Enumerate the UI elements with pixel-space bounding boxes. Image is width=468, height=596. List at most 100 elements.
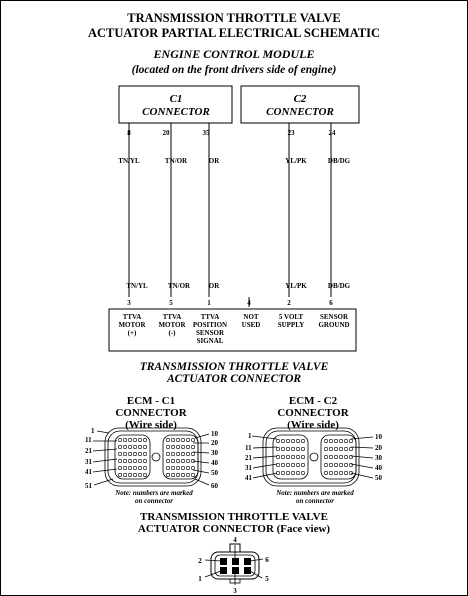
face-terminal	[220, 558, 227, 565]
connector-terminal	[128, 444, 133, 449]
wire-color-label: YL/PK	[285, 282, 307, 290]
c1-left-number: 1	[91, 427, 95, 435]
connector-terminal	[133, 451, 138, 456]
connector-terminal	[285, 446, 290, 451]
face-pin-number: 6	[265, 556, 269, 564]
ttva-pin: 2	[287, 299, 291, 307]
c1-connector-box	[118, 85, 233, 124]
c2-note-line-2: on connector	[296, 497, 334, 505]
function-label: TTVA	[123, 313, 142, 321]
connector-terminal	[176, 465, 181, 470]
connector-terminal	[171, 458, 176, 463]
ecm-c2-connector-drawing	[262, 427, 360, 487]
c2-right-number: 20	[375, 444, 383, 452]
connector-terminal	[343, 446, 348, 451]
wire-color-label: YL/PK	[285, 157, 307, 165]
connector-terminal	[290, 470, 295, 475]
connector-terminal	[275, 446, 280, 451]
function-label: MOTOR	[118, 321, 146, 329]
c2-center-keyway	[309, 452, 319, 462]
ttva-connector-face-drawing: 4 2 6 1 5 3	[198, 536, 269, 595]
connector-terminal	[128, 451, 133, 456]
connector-terminal	[128, 472, 133, 477]
connector-terminal	[323, 470, 328, 475]
connector-terminal	[323, 454, 328, 459]
connector-terminal	[176, 472, 181, 477]
connector-terminal	[290, 454, 295, 459]
connector-terminal	[333, 438, 338, 443]
c2-label: CONNECTOR	[266, 106, 334, 118]
connector-terminal	[186, 458, 191, 463]
c1-left-number: 31	[85, 458, 93, 466]
connector-terminal	[333, 454, 338, 459]
ecm-pin: 23	[288, 129, 296, 137]
ecm-c2-title: ECM - C2	[289, 395, 338, 407]
c1-outer-shell	[104, 427, 202, 487]
connector-terminal	[328, 454, 333, 459]
connector-terminal	[186, 465, 191, 470]
function-label: POSITION	[193, 321, 227, 329]
face-pin-number: 2	[198, 557, 202, 565]
c2-right-number: 10	[375, 433, 383, 441]
connector-terminal	[128, 437, 133, 442]
connector-terminal	[118, 437, 123, 442]
connector-terminal	[280, 454, 285, 459]
connector-terminal	[295, 462, 300, 467]
connector-terminal	[138, 458, 143, 463]
ecm-c2-label: CONNECTOR	[277, 407, 349, 419]
connector-terminal	[133, 458, 138, 463]
connector-terminal	[323, 438, 328, 443]
connector-terminal	[295, 438, 300, 443]
connector-terminal	[123, 458, 128, 463]
function-label: SIGNAL	[197, 337, 224, 345]
wire-color-label: OR	[209, 282, 220, 290]
c1-left-number: 11	[85, 436, 92, 444]
connector-terminal	[143, 465, 148, 470]
c2-left-number: 31	[245, 464, 253, 472]
connector-terminal	[280, 438, 285, 443]
c1-right-number: 10	[211, 430, 219, 438]
connector-terminal	[186, 444, 191, 449]
connector-terminal	[343, 438, 348, 443]
connector-terminal	[290, 438, 295, 443]
connector-terminal	[143, 444, 148, 449]
connector-terminal	[166, 437, 171, 442]
function-label: TTVA	[163, 313, 182, 321]
connector-terminal	[118, 458, 123, 463]
function-label: GROUND	[318, 321, 349, 329]
wire-color-label: DB/DG	[328, 282, 351, 290]
c2-name: C2	[294, 93, 307, 105]
function-label: SENSOR	[196, 329, 225, 337]
c1-left-number: 41	[85, 468, 93, 476]
face-view-title-2: ACTUATOR CONNECTOR (Face view)	[138, 523, 331, 535]
connector-terminal	[138, 451, 143, 456]
wires	[128, 123, 332, 307]
c2-note-line-1: Note: numbers are marked	[275, 489, 354, 497]
connector-terminal	[176, 451, 181, 456]
connector-terminal	[171, 472, 176, 477]
c2-right-number: 40	[375, 464, 383, 472]
connector-terminal	[328, 470, 333, 475]
connector-terminal	[181, 472, 186, 477]
c1-note-line-1: Note: numbers are marked	[114, 489, 193, 497]
connector-terminal	[123, 465, 128, 470]
connector-terminal	[186, 451, 191, 456]
face-pin-number: 5	[265, 575, 269, 583]
ecm-c1-title: ECM - C1	[127, 395, 175, 407]
face-pin-number: 3	[233, 587, 237, 595]
c1-left-number: 51	[85, 482, 93, 490]
connector-terminal	[128, 458, 133, 463]
ttva-connector-title-2: ACTUATOR CONNECTOR	[166, 373, 301, 385]
connector-terminal	[186, 472, 191, 477]
connector-terminal	[133, 444, 138, 449]
connector-terminal	[285, 470, 290, 475]
connector-terminal	[171, 465, 176, 470]
face-terminal	[232, 567, 239, 574]
connector-terminal	[191, 444, 196, 449]
connector-terminal	[295, 446, 300, 451]
connector-terminal	[285, 438, 290, 443]
function-label: SUPPLY	[278, 321, 305, 329]
connector-terminal	[138, 472, 143, 477]
connector-terminal	[338, 446, 343, 451]
